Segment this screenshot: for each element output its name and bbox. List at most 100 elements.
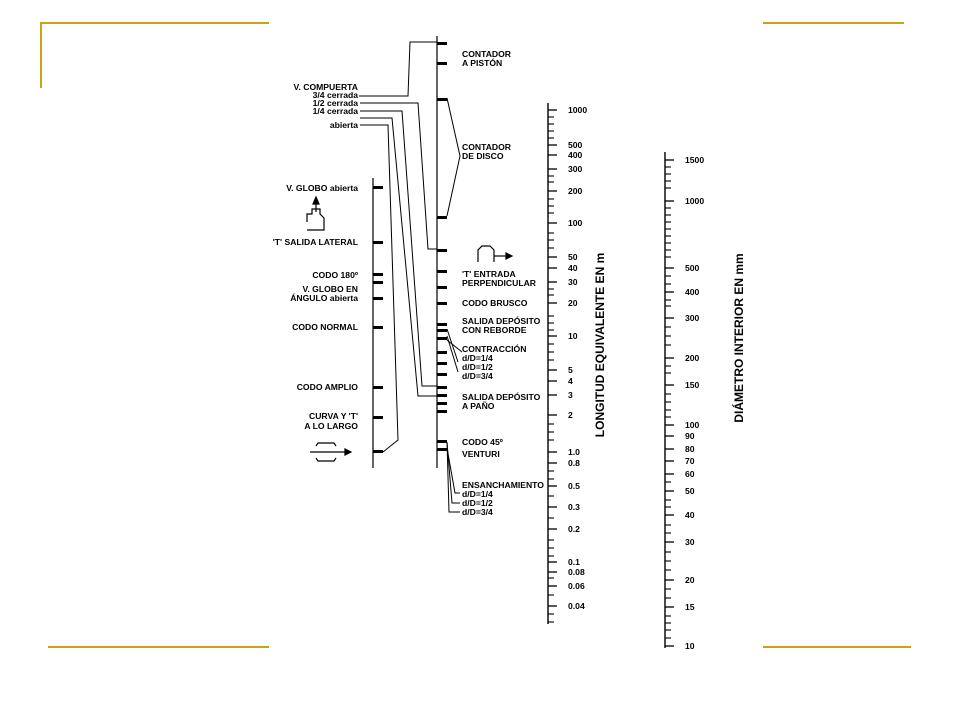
valve-title: V. COMPUERTA [294, 82, 358, 92]
tick-label: 15 [685, 602, 695, 612]
center-mark [437, 302, 447, 305]
curve-icon [310, 442, 353, 462]
left-mark [373, 326, 383, 329]
frame-top-right-line [763, 22, 904, 24]
center-mark [437, 42, 447, 45]
tank-border-label: SALIDA DEPÓSITO [462, 315, 541, 326]
enlargement-ratio: d/D=3/4 [462, 507, 493, 517]
frame-bottom-right-line [763, 646, 911, 648]
center-mark [437, 249, 447, 252]
elbow45-label: CODO 45º [462, 437, 503, 447]
leader-line [360, 110, 437, 387]
tick-label: 0.8 [568, 458, 580, 468]
leader-line [446, 339, 463, 353]
leader-line [446, 335, 459, 373]
tick-label: 40 [685, 510, 695, 520]
tick-label: 0.1 [568, 557, 580, 567]
tee-perp-label: PERPENDICULAR [462, 278, 537, 288]
elbow-wide-label: CODO AMPLIO [297, 382, 359, 392]
leader-line [446, 447, 460, 494]
tick-label: 10 [568, 331, 578, 341]
valve-item: abierta [330, 120, 358, 130]
leader-line [360, 102, 437, 250]
tick-label: 0.5 [568, 481, 580, 491]
elbow-normal-label: CODO NORMAL [292, 322, 358, 332]
globe-valve-label: V. GLOBO abierta [286, 183, 358, 193]
center-mark [437, 337, 447, 340]
tick-label: 100 [685, 420, 700, 430]
tick-label: 1000 [685, 196, 704, 206]
tick-label: 90 [685, 431, 695, 441]
tick-label: 150 [685, 380, 700, 390]
center-mark [437, 323, 447, 326]
frame-bottom-left-line [48, 646, 269, 648]
tick-label: 5 [568, 365, 573, 375]
center-mark [437, 448, 447, 451]
tee-side-label: 'T' SALIDA LATERAL [273, 237, 358, 247]
tick-label: 30 [685, 537, 695, 547]
valve-item: 1/4 cerrada [313, 106, 359, 116]
center-mark [437, 394, 447, 397]
tick-label: 1500 [685, 155, 704, 165]
tick-label: 500 [568, 140, 583, 150]
venturi-label: VENTURI [462, 449, 500, 459]
tick-label: 400 [685, 287, 700, 297]
tank-border-label: CON REBORDE [462, 325, 527, 335]
leader-line [446, 441, 460, 504]
center-mark [437, 62, 447, 65]
left-mark [373, 297, 383, 300]
enlargement-ratio: d/D=1/4 [462, 489, 493, 499]
diameter-axis-title: DIÁMETRO INTERIOR EN mm [731, 253, 746, 422]
center-mark [437, 351, 447, 354]
center-mark [437, 386, 447, 389]
center-mark [437, 410, 447, 413]
frame-left-vertical-line [40, 22, 42, 88]
tank-flush-label: SALIDA DEPÓSITO [462, 391, 541, 402]
left-mark [373, 186, 383, 189]
disc-bracket [446, 97, 461, 217]
tick-label: 70 [685, 456, 695, 466]
frame-top-left-line [40, 22, 269, 24]
tick-label: 2 [568, 410, 573, 420]
tick-label: 30 [568, 277, 578, 287]
disc-meter-label: DE DISCO [462, 151, 504, 161]
elbow180-label: CODO 180º [312, 270, 358, 280]
tick-label: 0.06 [568, 581, 585, 591]
tick-label: 1000 [568, 105, 587, 115]
tee-perpendicular-icon [477, 245, 514, 262]
disc-meter-label: CONTADOR [462, 142, 512, 152]
leader-line [359, 41, 437, 97]
curve-tee-label: A LO LARGO [304, 421, 358, 431]
leader-line [446, 328, 459, 363]
valve-item: 1/2 cerrada [313, 98, 359, 108]
tick-label: 10 [685, 641, 695, 651]
center-mark [437, 373, 447, 376]
tick-label: 200 [685, 353, 700, 363]
tick-label: 3 [568, 390, 573, 400]
leader-line [360, 124, 399, 453]
diameter-scale: 1500100050040030020015010090807060504030… [665, 155, 704, 651]
tick-label: 400 [568, 150, 583, 160]
contraction-ratio: d/D=1/2 [462, 362, 493, 372]
center-mark [437, 216, 447, 219]
tick-label: 200 [568, 186, 583, 196]
contraction-ratio: d/D=3/4 [462, 371, 493, 381]
tee-side-icon [306, 195, 325, 231]
tick-label: 50 [568, 252, 578, 262]
left-mark [373, 416, 383, 419]
angle-valve-label: ÁNGULO abierta [290, 293, 358, 303]
tick-label: 80 [685, 444, 695, 454]
tick-label: 0.08 [568, 567, 585, 577]
length-scale: 1000500400300200100504030201054321.00.80… [548, 105, 587, 623]
center-mark [437, 286, 447, 289]
tee-perp-label: 'T' ENTRADA [462, 269, 516, 279]
tick-label: 40 [568, 263, 578, 273]
tick-label: 300 [685, 313, 700, 323]
center-mark [437, 402, 447, 405]
leader-line [446, 441, 460, 513]
enlargement-ratio: d/D=1/2 [462, 498, 493, 508]
tick-label: 0.04 [568, 601, 585, 611]
piston-meter-label: CONTADOR [462, 49, 512, 59]
tick-label: 1.0 [568, 447, 580, 457]
